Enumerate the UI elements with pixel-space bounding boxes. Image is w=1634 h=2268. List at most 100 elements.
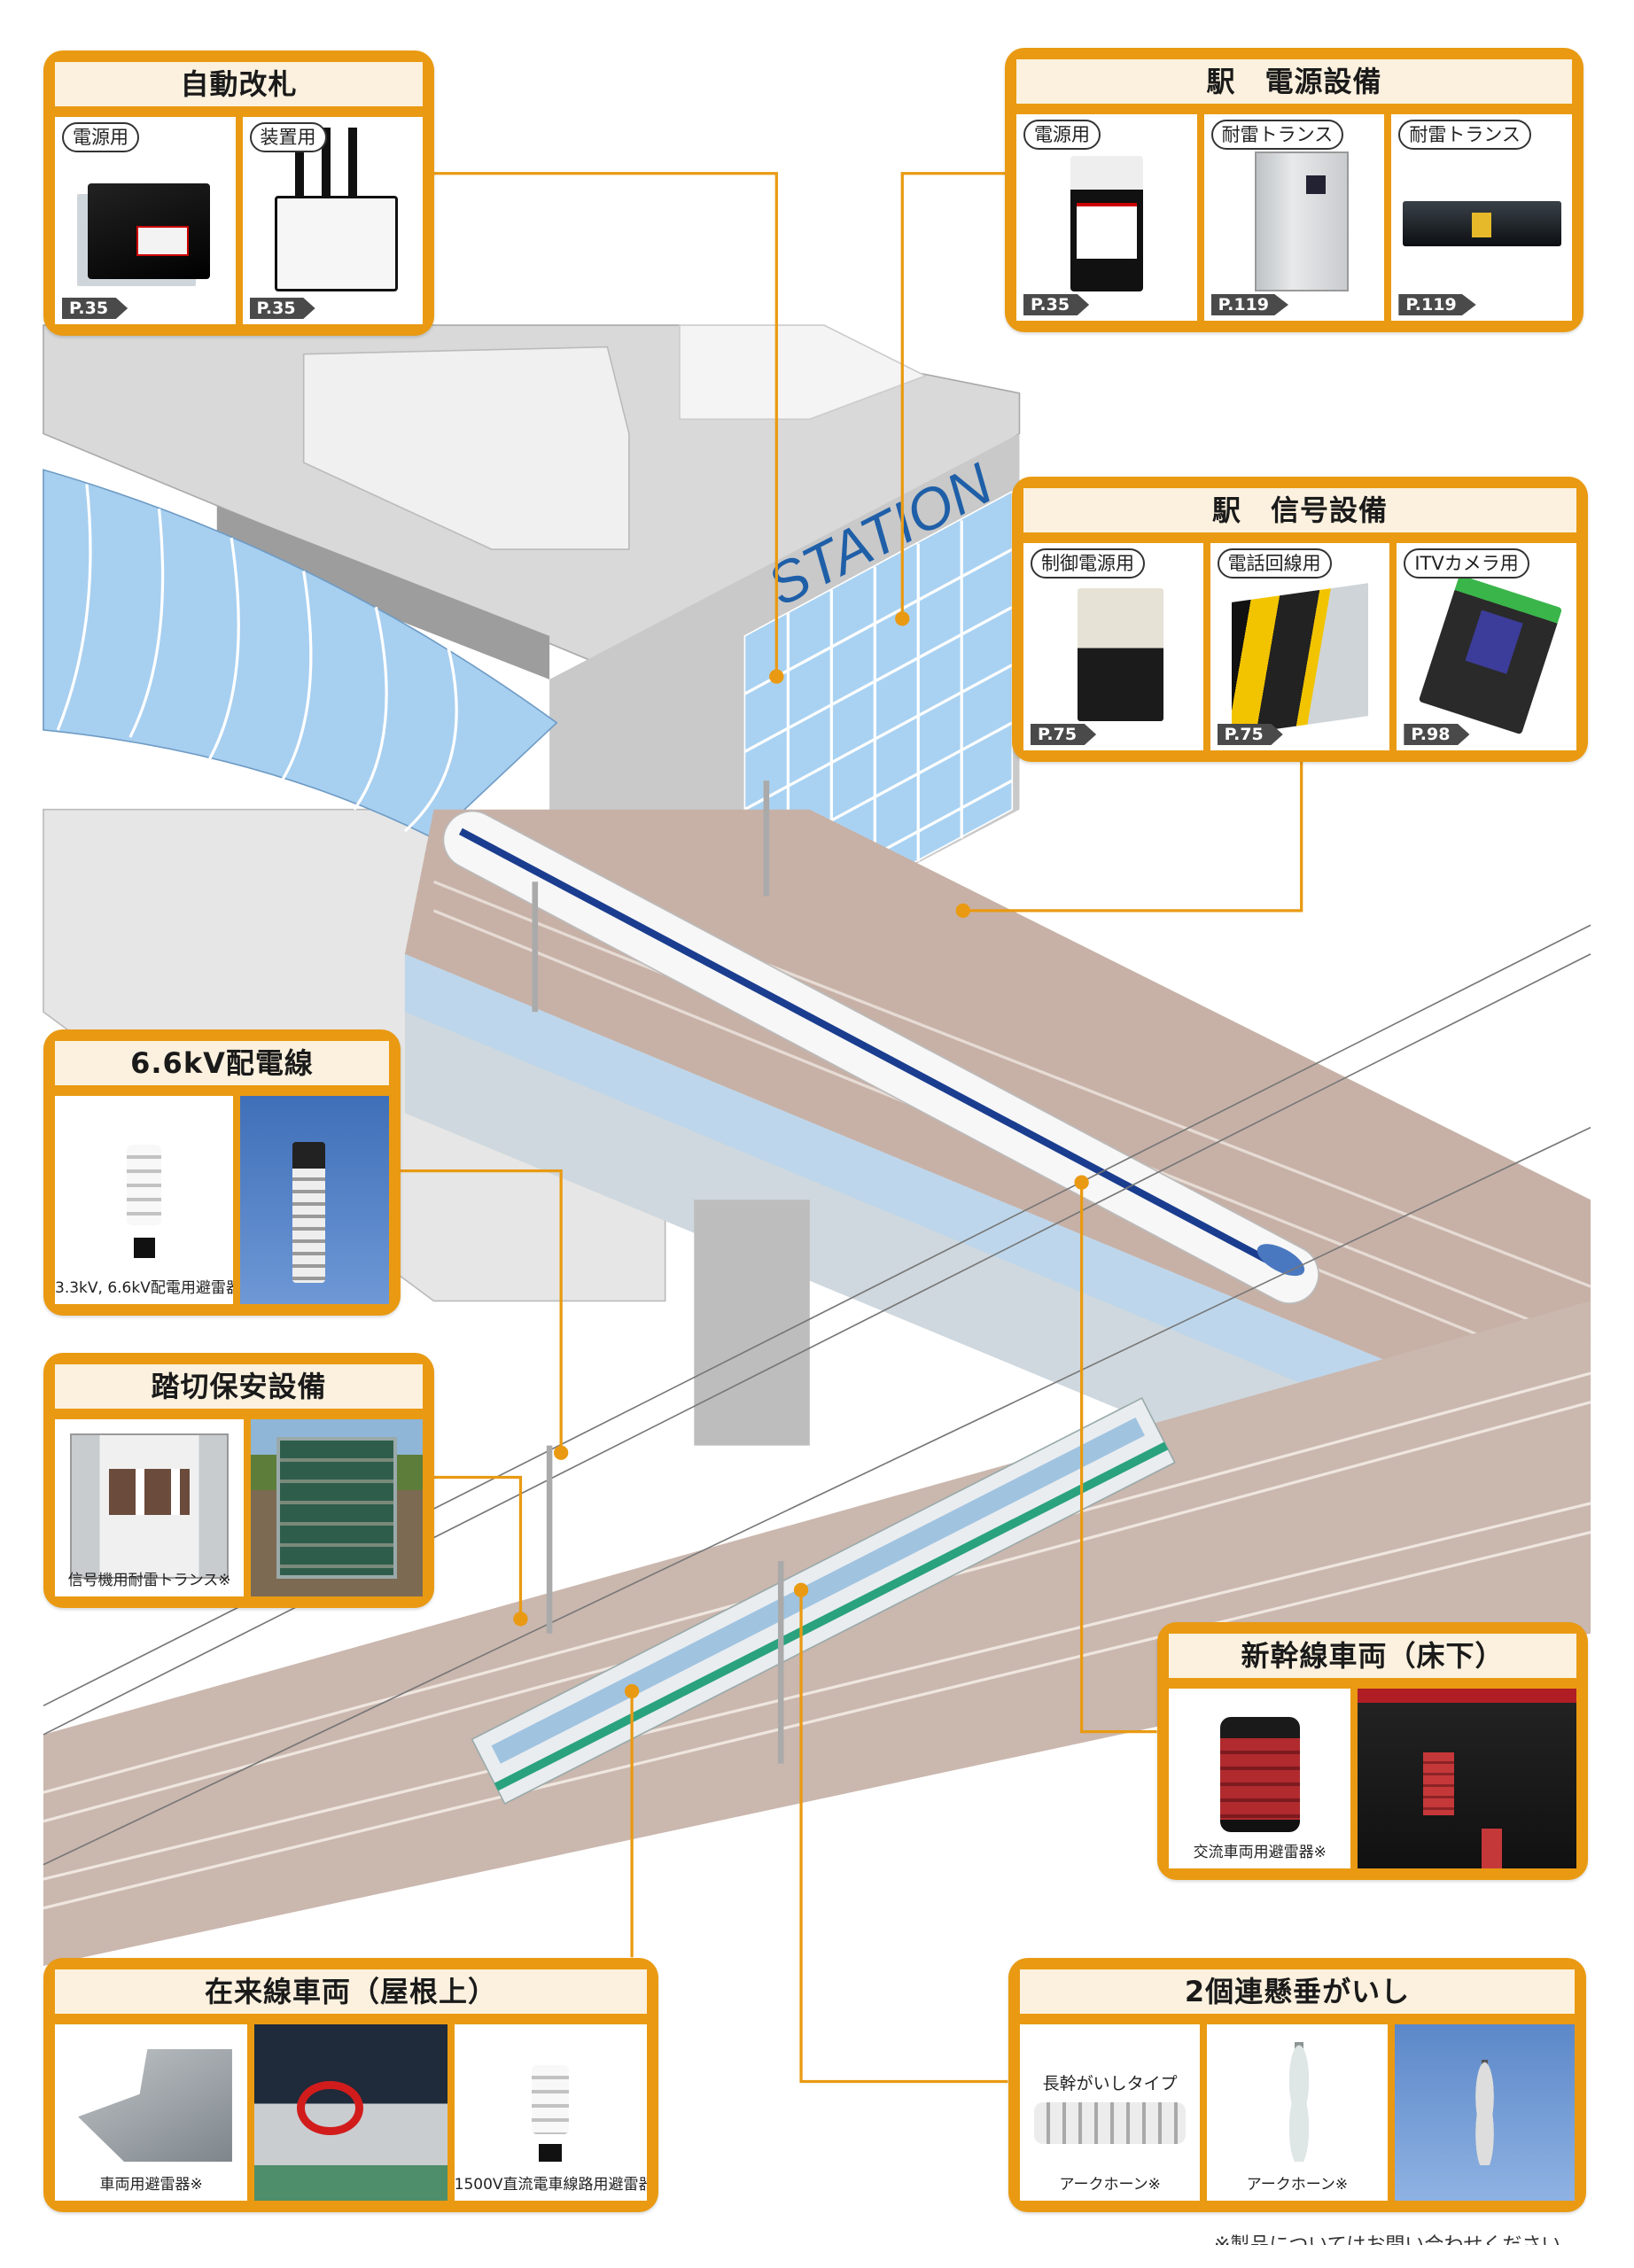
- connector-lines: [401, 172, 1303, 2084]
- product-row: 長幹がいしタイプアークホーン※ アークホーン※: [1020, 2024, 1575, 2201]
- panel-title: 2個連懸垂がいし: [1020, 1969, 1575, 2014]
- product-photo: [240, 1096, 389, 1304]
- panel-title: 新幹線車両（床下）: [1169, 1634, 1576, 1678]
- product-card[interactable]: 車両用避雷器※: [55, 2024, 248, 2201]
- page-reference-link[interactable]: P.35: [62, 298, 128, 319]
- product-card[interactable]: 電源用 P.35: [1016, 114, 1197, 321]
- product-caption: 車両用避雷器※: [99, 2176, 203, 2194]
- product-row: 電源用 P.35 装置用 P.35: [55, 117, 423, 324]
- local-train: [471, 1396, 1176, 1806]
- product-caption: 信号機用耐雷トランス※: [67, 1572, 231, 1589]
- page-reference-link[interactable]: P.98: [1404, 724, 1470, 745]
- page-reference-link[interactable]: P.35: [249, 298, 315, 319]
- product-use-tag: 制御電源用: [1031, 548, 1145, 579]
- product-use-tag: 装置用: [249, 122, 327, 152]
- product-row: 交流車両用避雷器※: [1169, 1689, 1576, 1868]
- product-card[interactable]: 耐雷トランス P.119: [1203, 114, 1385, 321]
- product-photo: [127, 1108, 162, 1259]
- product-card[interactable]: 耐雷トランス P.119: [1391, 114, 1573, 321]
- viaduct-pillar: [694, 1200, 810, 1446]
- shinkansen-underfloor-panel: 新幹線車両（床下） 交流車両用避雷器※: [1157, 1622, 1588, 1880]
- station-signal-panel: 駅 信号設備 制御電源用 P.75 電話回線用 P.75 ITVカメラ用 P.98: [1012, 477, 1588, 762]
- page-reference-link[interactable]: P.119: [1398, 294, 1476, 315]
- page-reference-link[interactable]: P.75: [1031, 724, 1097, 745]
- catenary-poles: [532, 781, 784, 1764]
- product-photo: [1358, 1689, 1576, 1868]
- panel-title: 在来線車両（屋根上）: [55, 1969, 647, 2014]
- product-card[interactable]: [1358, 1689, 1576, 1868]
- product-photo: [532, 2035, 570, 2163]
- product-row: 3.3kV, 6.6kV配電用避雷器※: [55, 1096, 389, 1304]
- panel-title: 駅 電源設備: [1016, 59, 1572, 104]
- product-use-tag: 電源用: [1023, 120, 1101, 150]
- product-use-tag: 電話回線用: [1217, 548, 1332, 579]
- panel-title: 6.6kV配電線: [55, 1041, 389, 1085]
- product-caption: 交流車両用避雷器※: [1193, 1844, 1327, 1861]
- product-use-tag: 耐雷トランス: [1210, 120, 1344, 150]
- station-roof-box: [679, 324, 928, 420]
- product-photo: [1070, 155, 1143, 292]
- product-type-caption: 長幹がいしタイプ: [1042, 2074, 1178, 2093]
- conventional-roof-panel: 在来線車両（屋根上） 車両用避雷器※ 1500V直流電車線路用避雷器※: [43, 1958, 658, 2212]
- product-photo: [87, 183, 211, 279]
- product-photo: [254, 2024, 447, 2201]
- page-reference-link[interactable]: P.35: [1023, 294, 1090, 315]
- product-photo: [1394, 2024, 1575, 2201]
- product-card[interactable]: 3.3kV, 6.6kV配電用避雷器※: [55, 1096, 234, 1304]
- station-wall-band: [216, 506, 550, 680]
- product-use-tag: ITVカメラ用: [1404, 548, 1529, 579]
- product-row: 信号機用耐雷トランス※: [55, 1419, 423, 1596]
- product-photo: [70, 1433, 230, 1579]
- station-power-panel: 駅 電源設備 電源用 P.35 耐雷トランス P.119 耐雷トランス P.119: [1005, 48, 1583, 332]
- product-photo: [1275, 2041, 1323, 2163]
- canopy-ribs: [56, 484, 458, 833]
- crossing-safety-panel: 踏切保安設備 信号機用耐雷トランス※: [43, 1353, 434, 1608]
- product-photo: [78, 2048, 232, 2163]
- product-caption: 1500V直流電車線路用避雷器※: [454, 2176, 647, 2194]
- product-caption: アークホーン※: [1059, 2176, 1161, 2194]
- product-row: 電源用 P.35 耐雷トランス P.119 耐雷トランス P.119: [1016, 114, 1573, 321]
- product-photo: [1418, 575, 1562, 735]
- product-card[interactable]: [254, 2024, 447, 2201]
- product-photo: [1034, 2101, 1187, 2145]
- panel-title: 駅 信号設備: [1023, 488, 1576, 532]
- product-card[interactable]: アークホーン※: [1207, 2024, 1388, 2201]
- product-caption: 3.3kV, 6.6kV配電用避雷器※: [55, 1279, 233, 1297]
- product-photo: [1254, 151, 1349, 292]
- product-card[interactable]: 装置用 P.35: [242, 117, 423, 324]
- footer-note: ※製品についてはお問い合わせください: [1214, 2229, 1560, 2245]
- product-card[interactable]: [251, 1419, 423, 1596]
- product-card[interactable]: 電話回線用 P.75: [1210, 543, 1390, 750]
- product-card[interactable]: 長幹がいしタイプアークホーン※: [1020, 2024, 1201, 2201]
- product-use-tag: 電源用: [62, 122, 139, 152]
- panel-title: 踏切保安設備: [55, 1364, 423, 1409]
- product-card[interactable]: [1394, 2024, 1575, 2201]
- product-photo: [1219, 1717, 1300, 1833]
- page-reference-link[interactable]: P.119: [1210, 294, 1288, 315]
- product-photo: [1402, 200, 1561, 247]
- product-photo: [1231, 583, 1369, 735]
- viaduct-glass-barrier: [404, 953, 1591, 1503]
- product-photo: [1077, 588, 1164, 722]
- station-roof-box: [302, 346, 630, 550]
- product-card[interactable]: 電源用 P.35: [55, 117, 236, 324]
- product-caption: アークホーン※: [1246, 2176, 1349, 2194]
- platform-canopy: [43, 469, 558, 840]
- product-card[interactable]: 信号機用耐雷トランス※: [55, 1419, 245, 1596]
- product-card[interactable]: [240, 1096, 389, 1304]
- page-reference-link[interactable]: P.75: [1217, 724, 1283, 745]
- product-card[interactable]: ITVカメラ用 P.98: [1397, 543, 1577, 750]
- product-row: 車両用避雷器※ 1500V直流電車線路用避雷器※: [55, 2024, 647, 2201]
- product-row: 制御電源用 P.75 電話回線用 P.75 ITVカメラ用 P.98: [1023, 543, 1577, 750]
- distribution-line-panel: 6.6kV配電線 3.3kV, 6.6kV配電用避雷器※: [43, 1029, 401, 1316]
- suspension-insulator-panel: 2個連懸垂がいし 長幹がいしタイプアークホーン※ アークホーン※: [1008, 1958, 1586, 2212]
- product-photo: [275, 128, 398, 291]
- connector-dots: [513, 611, 1089, 1699]
- product-card[interactable]: 交流車両用避雷器※: [1169, 1689, 1351, 1868]
- product-photo: [251, 1419, 423, 1596]
- product-card[interactable]: 1500V直流電車線路用避雷器※: [454, 2024, 647, 2201]
- product-use-tag: 耐雷トランス: [1398, 120, 1531, 150]
- product-card[interactable]: 制御電源用 P.75: [1023, 543, 1203, 750]
